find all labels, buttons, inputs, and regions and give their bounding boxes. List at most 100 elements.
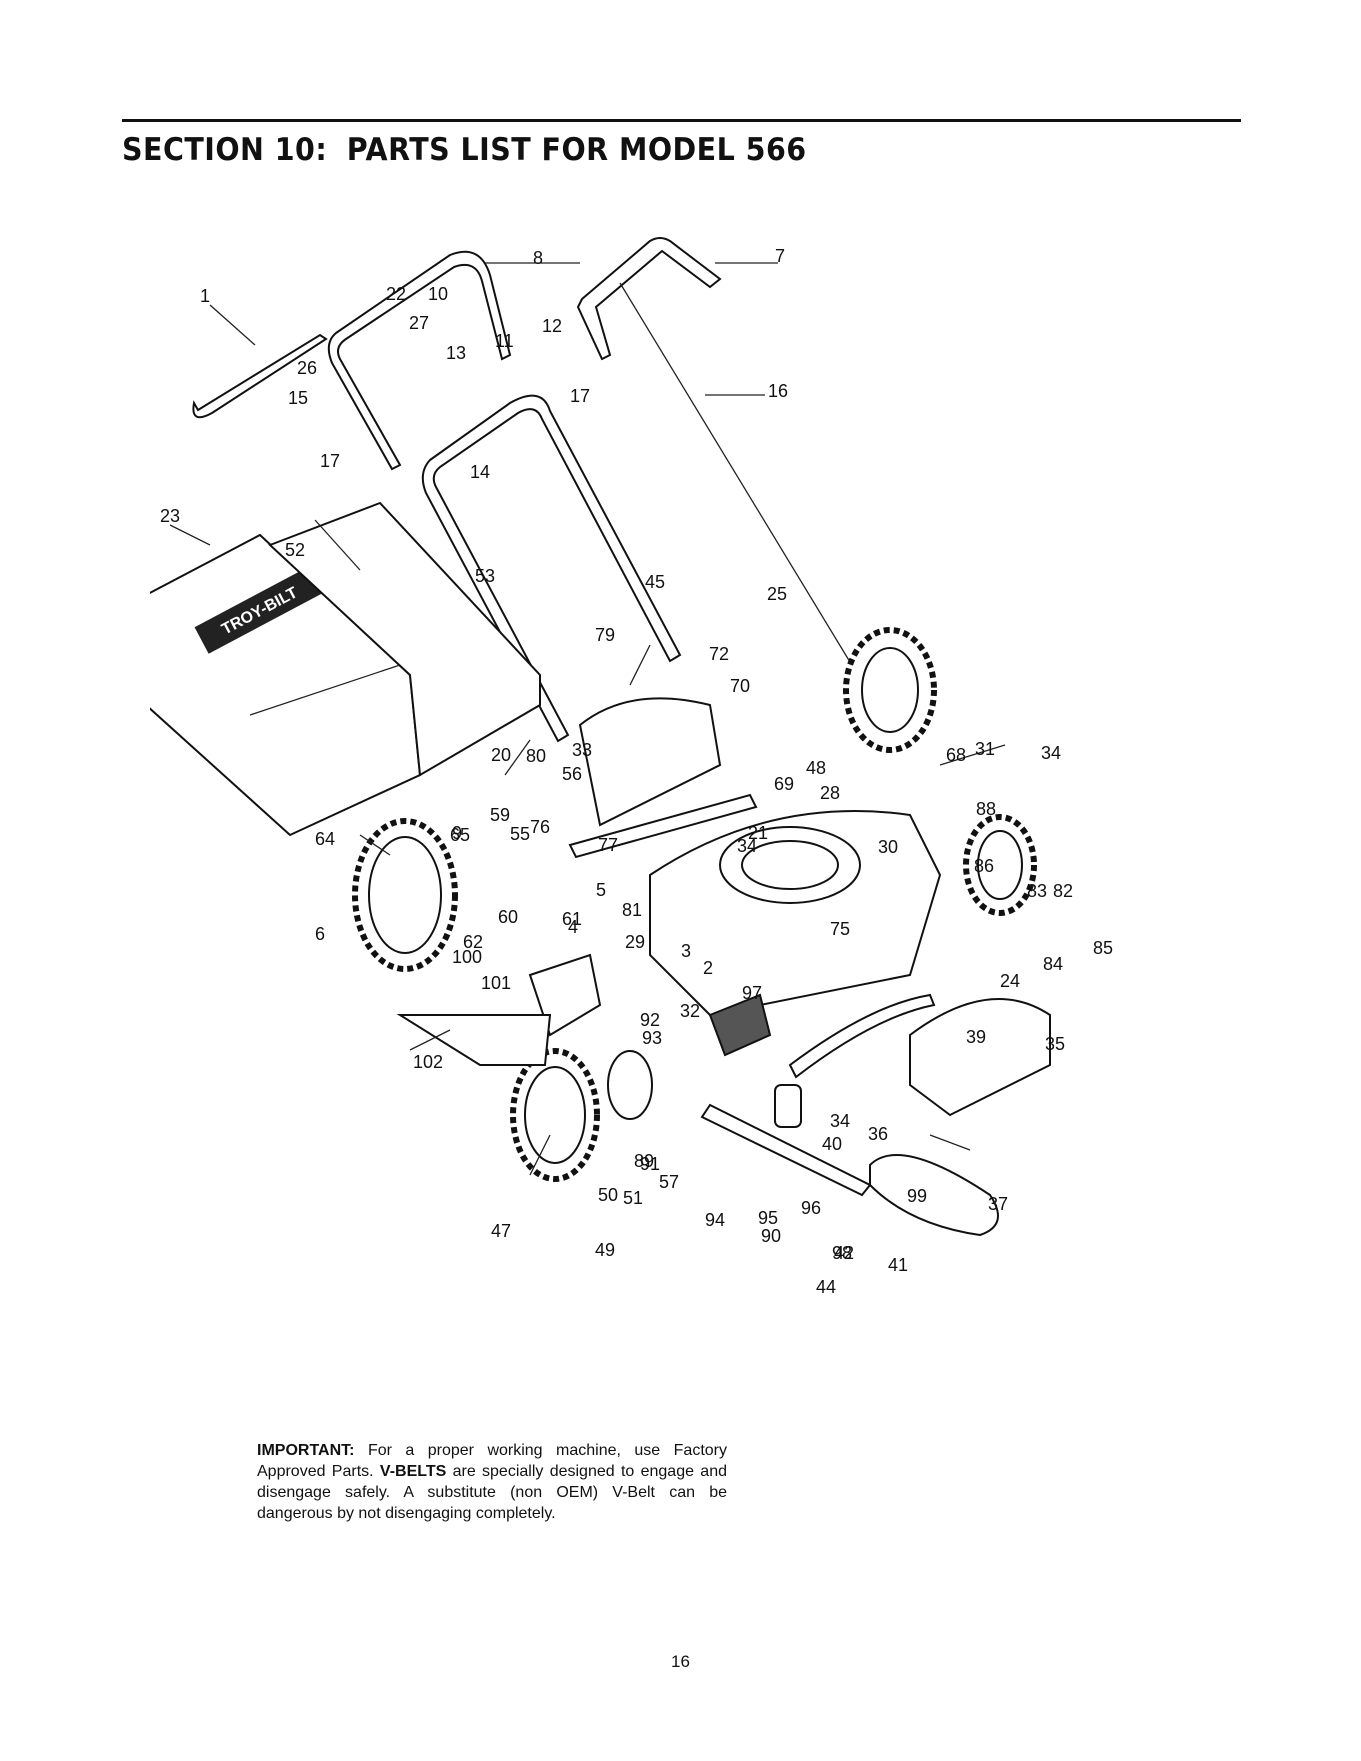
callout-7: 7 bbox=[775, 246, 785, 266]
callout-101: 101 bbox=[481, 973, 511, 993]
callout-52: 52 bbox=[285, 540, 305, 560]
callout-84: 84 bbox=[1043, 954, 1063, 974]
control-cable bbox=[619, 282, 871, 696]
catcher-frame bbox=[268, 501, 541, 777]
callout-30: 30 bbox=[878, 837, 898, 857]
callout-56: 56 bbox=[562, 764, 582, 784]
callout-99: 99 bbox=[907, 1186, 927, 1206]
drive-gear bbox=[607, 1050, 653, 1120]
callout-40: 40 bbox=[822, 1134, 842, 1154]
callout-labels: 1 2 3 4 5 6 7 8 9 10 11 12 13 14 15 16 1… bbox=[160, 246, 1113, 1297]
drive-belt bbox=[869, 1154, 999, 1237]
callout-94: 94 bbox=[705, 1210, 725, 1230]
callout-10: 10 bbox=[428, 284, 448, 304]
side-discharge-chute bbox=[396, 1014, 552, 1066]
callout-17: 17 bbox=[570, 386, 590, 406]
callout-98: 98 bbox=[832, 1243, 852, 1263]
callout-57: 57 bbox=[659, 1172, 679, 1192]
upper-handle bbox=[327, 250, 512, 471]
callout-83: 83 bbox=[1027, 881, 1047, 901]
callout-79: 79 bbox=[595, 625, 615, 645]
callout-31: 31 bbox=[975, 739, 995, 759]
callout-15: 15 bbox=[288, 388, 308, 408]
callout-22: 22 bbox=[386, 284, 406, 304]
bail-handle bbox=[576, 237, 722, 361]
callout-21: 21 bbox=[748, 823, 768, 843]
callout-100: 100 bbox=[452, 947, 482, 967]
callout-4: 4 bbox=[568, 917, 578, 937]
callout-2: 2 bbox=[703, 958, 713, 978]
callout-24: 24 bbox=[1000, 971, 1020, 991]
callout-28: 28 bbox=[820, 783, 840, 803]
callout-93: 93 bbox=[642, 1028, 662, 1048]
callout-36: 36 bbox=[868, 1124, 888, 1144]
rear-flap bbox=[578, 697, 722, 827]
callout-72: 72 bbox=[709, 644, 729, 664]
callout-35: 35 bbox=[1045, 1034, 1065, 1054]
callout-23: 23 bbox=[160, 506, 180, 526]
callout-26: 26 bbox=[297, 358, 317, 378]
callout-69: 69 bbox=[774, 774, 794, 794]
callout-33: 33 bbox=[572, 740, 592, 760]
callout-80: 80 bbox=[526, 746, 546, 766]
callout-53: 53 bbox=[475, 566, 495, 586]
callout-65: 65 bbox=[450, 825, 470, 845]
note-text-2: are specially designed to engage and dis… bbox=[257, 1463, 727, 1522]
transmission bbox=[708, 993, 772, 1057]
callout-34: 34 bbox=[1041, 743, 1061, 763]
exploded-parts-diagram: TROY-BILT bbox=[150, 235, 1220, 1405]
blade-adapter bbox=[774, 1084, 802, 1128]
section-number: SECTION 10: bbox=[122, 132, 328, 168]
callout-55: 55 bbox=[510, 824, 530, 844]
callout-39: 39 bbox=[966, 1027, 986, 1047]
callout-102: 102 bbox=[413, 1052, 443, 1072]
callout-41: 41 bbox=[888, 1255, 908, 1275]
front-baffle bbox=[788, 993, 936, 1079]
rear-left-wheel bbox=[352, 818, 458, 972]
vbelts-label: V-BELTS bbox=[379, 1463, 447, 1480]
callout-88: 88 bbox=[976, 799, 996, 819]
rear-right-wheel bbox=[843, 627, 937, 753]
engine-mount bbox=[741, 840, 839, 890]
callout-42: 42 bbox=[834, 1243, 854, 1263]
callout-76: 76 bbox=[530, 817, 550, 837]
callout-13: 13 bbox=[446, 343, 466, 363]
callout-12: 12 bbox=[542, 316, 562, 336]
callout-90: 90 bbox=[761, 1226, 781, 1246]
callout-27: 27 bbox=[409, 313, 429, 333]
callout-82: 82 bbox=[1053, 881, 1073, 901]
callout-34: 34 bbox=[737, 836, 757, 856]
note-text-1: For a proper working machine, use Factor… bbox=[257, 1442, 728, 1480]
callout-leaders bbox=[169, 262, 1006, 1176]
callout-1: 1 bbox=[200, 286, 210, 306]
catcher-bag-seam bbox=[249, 664, 401, 716]
page-title: SECTION 10: PARTS LIST FOR MODEL 566 bbox=[122, 132, 807, 168]
callout-70: 70 bbox=[730, 676, 750, 696]
callout-3: 3 bbox=[681, 941, 691, 961]
callout-86: 86 bbox=[974, 856, 994, 876]
callout-44: 44 bbox=[816, 1277, 836, 1297]
belt-cover bbox=[909, 998, 1051, 1117]
callout-29: 29 bbox=[625, 932, 645, 952]
callout-62: 62 bbox=[463, 932, 483, 952]
callout-51: 51 bbox=[623, 1188, 643, 1208]
callout-5: 5 bbox=[596, 880, 606, 900]
callout-6: 6 bbox=[315, 924, 325, 944]
callout-48: 48 bbox=[806, 758, 826, 778]
callout-11: 11 bbox=[495, 331, 514, 351]
header-rule bbox=[122, 119, 1241, 122]
callout-85: 85 bbox=[1093, 938, 1113, 958]
callout-37: 37 bbox=[988, 1194, 1008, 1214]
callout-61: 61 bbox=[562, 909, 582, 929]
front-right-wheel bbox=[963, 814, 1037, 916]
rear-axle bbox=[568, 793, 758, 859]
cutting-blade bbox=[700, 1103, 872, 1197]
callout-89: 89 bbox=[634, 1151, 654, 1171]
callout-75: 75 bbox=[830, 919, 850, 939]
shift-rod bbox=[192, 333, 328, 419]
important-label: IMPORTANT: bbox=[257, 1442, 355, 1459]
callout-60: 60 bbox=[498, 907, 518, 927]
callout-49: 49 bbox=[595, 1240, 615, 1260]
callout-77: 77 bbox=[598, 835, 618, 855]
section-title: PARTS LIST FOR MODEL 566 bbox=[346, 132, 807, 168]
